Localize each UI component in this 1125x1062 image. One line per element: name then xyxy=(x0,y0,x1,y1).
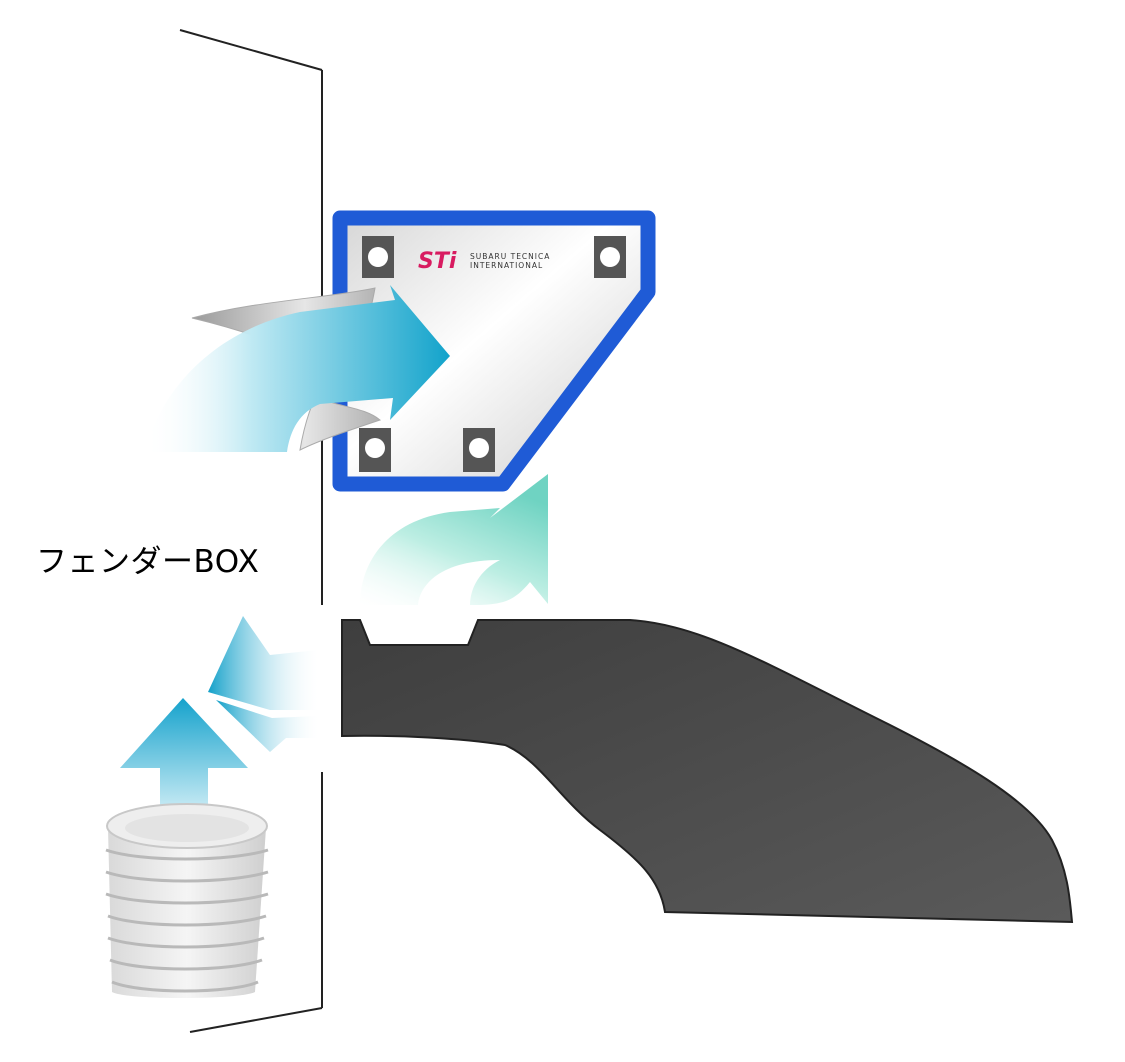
mount-bracket-top-right xyxy=(594,236,626,278)
sti-logo-line2: INTERNATIONAL xyxy=(470,261,543,270)
mount-bracket-top-left xyxy=(362,236,394,278)
airflow-arrow-left-upper xyxy=(208,616,318,710)
mount-bracket-bottom-left xyxy=(359,428,391,472)
intake-duct xyxy=(341,619,1074,924)
sti-logo-line1: SUBARU TECNICA xyxy=(470,252,550,261)
sti-logo: STi SUBARU TECNICA INTERNATIONAL xyxy=(418,249,550,274)
threaded-insert xyxy=(105,803,269,998)
air-filter-frame: STi SUBARU TECNICA INTERNATIONAL xyxy=(332,210,656,492)
airflow-arrow-mint-up xyxy=(360,474,548,605)
airflow-arrow-left-lower xyxy=(216,700,318,752)
sti-logo-mark: STi xyxy=(418,249,457,274)
airflow-arrow-up-from-insert xyxy=(120,698,248,828)
mount-bracket-bottom-center xyxy=(463,428,495,472)
fender-box-label: フェンダーBOX xyxy=(36,544,260,580)
airflow-arrow-into-filter xyxy=(145,285,450,452)
